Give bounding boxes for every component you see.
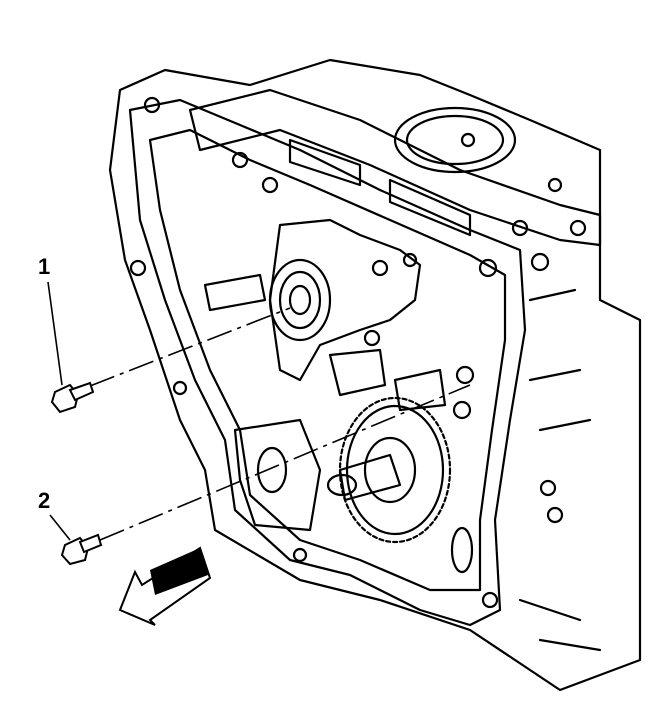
callout-2-pointer (49, 514, 71, 541)
front-cover-outline (128, 98, 527, 627)
cover-slot (450, 526, 474, 574)
tensioner-body (393, 368, 447, 412)
engine-block-outline (108, 58, 642, 692)
callout-2-label: 2 (38, 488, 51, 513)
front-cover-inner-outline (148, 128, 507, 592)
head-slot (288, 138, 362, 187)
tensioner-housing (328, 348, 387, 397)
head-slot-2 (388, 178, 472, 237)
upper-idler-sprocket (268, 258, 332, 342)
lower-boss (233, 418, 322, 532)
left-bracket (203, 273, 267, 312)
lower-boss-bore (256, 446, 288, 494)
bolt-2-leader (99, 384, 471, 541)
cover-bolt-holes (129, 96, 587, 609)
callout-1-label: 1 (38, 254, 51, 279)
crankshaft-sprocket (326, 396, 452, 544)
timing-plate (268, 218, 422, 382)
head-bore-inner (405, 114, 505, 166)
bolt-1-icon (50, 381, 95, 414)
bolt-2-icon (60, 533, 103, 566)
head-bore (393, 106, 517, 174)
front-direction-arrow-icon (118, 546, 212, 626)
bolt-1-leader (89, 307, 291, 387)
callout-1-pointer (47, 281, 63, 386)
cylinder-head-rail (188, 88, 602, 247)
right-side-ribs (518, 288, 602, 652)
